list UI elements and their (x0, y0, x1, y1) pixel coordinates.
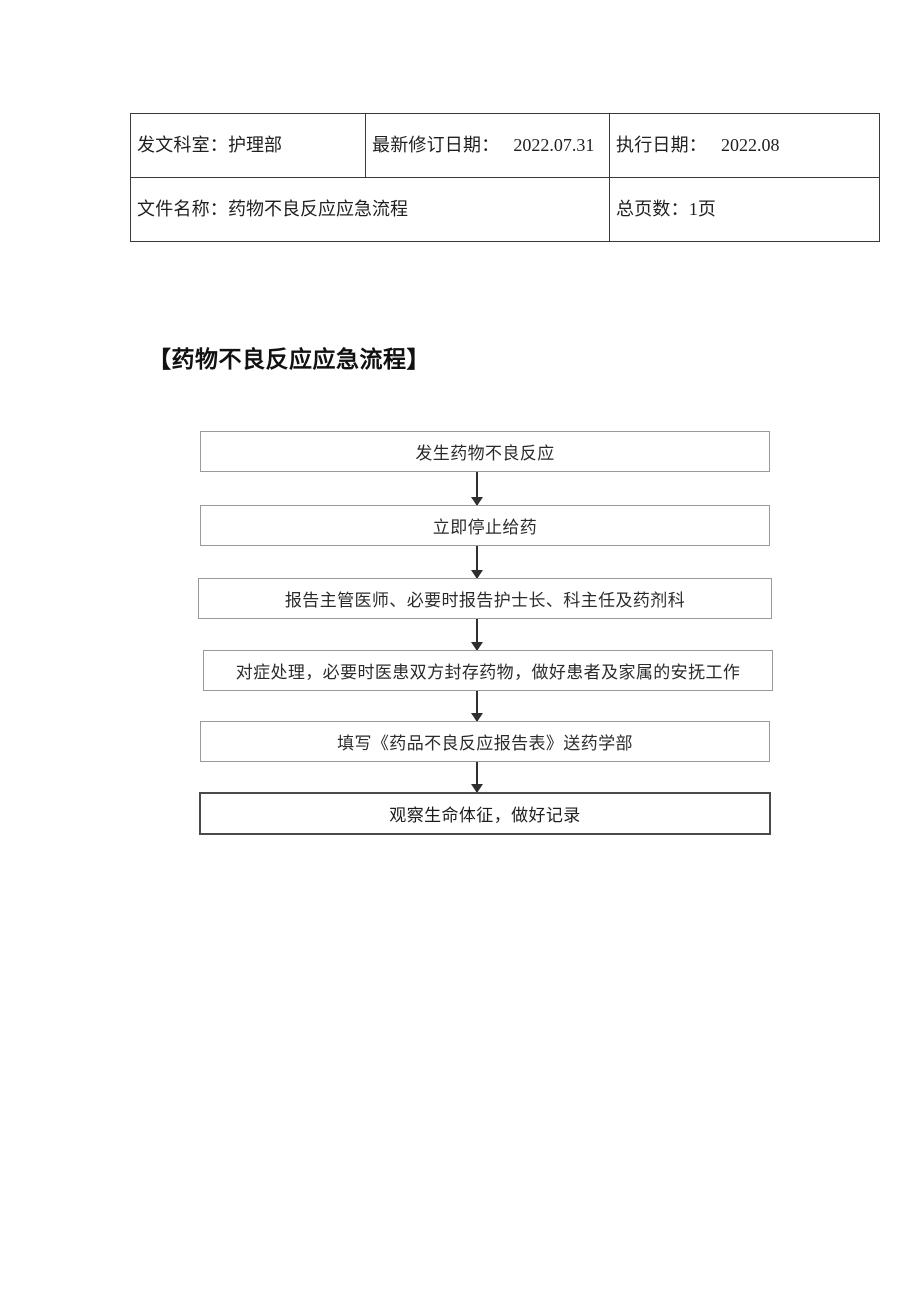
flow-connector-4 (476, 691, 478, 721)
table-row: 发文科室：护理部 最新修订日期： 2022.07.31 执行日期： 2022.08 (130, 113, 880, 178)
flow-step-5: 填写《药品不良反应报告表》送药学部 (200, 721, 770, 762)
flow-step-1-label: 发生药物不良反应 (415, 444, 555, 463)
flow-step-2: 立即停止给药 (200, 505, 770, 546)
flow-step-3-label: 报告主管医师、必要时报告护士长、科主任及药剂科 (284, 591, 686, 610)
flow-connector-5 (476, 762, 478, 792)
flow-step-4: 对症处理，必要时医患双方封存药物，做好患者及家属的安抚工作 (203, 650, 773, 691)
cell-file-name: 文件名称：药物不良反应应急流程 (130, 177, 610, 242)
flow-step-4-label: 对症处理，必要时医患双方封存药物，做好患者及家属的安抚工作 (235, 663, 741, 682)
label-file-name: 文件名称： (137, 199, 228, 220)
flow-step-6-label: 观察生命体征，做好记录 (389, 806, 581, 825)
document-header-table: 发文科室：护理部 最新修订日期：2022.07.31 执行日期：2022.08 … (130, 113, 880, 242)
flow-connector-2 (476, 546, 478, 578)
flow-connector-1 (476, 472, 478, 505)
flow-step-2-label: 立即停止给药 (432, 518, 538, 537)
cell-issuing-department: 发文科室：护理部 (130, 113, 366, 178)
value-file-name: 药物不良反应应急流程 (228, 199, 408, 220)
label-issuing-department: 发文科室： (137, 135, 228, 156)
page-title: 【药物不良反应应急流程】 (148, 347, 430, 373)
value-effective-date: 2022.08 (721, 135, 780, 156)
cell-revision-date: 最新修订日期： 2022.07.31 (365, 113, 610, 178)
flow-step-3: 报告主管医师、必要时报告护士长、科主任及药剂科 (198, 578, 772, 619)
label-total-pages: 总页数： (616, 199, 689, 220)
flow-connector-3 (476, 619, 478, 650)
label-effective-date: 执行日期： (616, 135, 707, 156)
value-issuing-department: 护理部 (228, 135, 282, 156)
value-total-pages: 1页 (688, 199, 716, 220)
flow-step-6: 观察生命体征，做好记录 (199, 792, 771, 835)
cell-total-pages: 总页数：1页 (609, 177, 880, 242)
flow-step-5-label: 填写《药品不良反应报告表》送药学部 (337, 734, 633, 753)
flow-step-1: 发生药物不良反应 (200, 431, 770, 472)
value-revision-date: 2022.07.31 (513, 135, 595, 156)
table-row: 文件名称：药物不良反应应急流程 总页数：1页 (130, 177, 880, 242)
label-revision-date: 最新修订日期： (372, 135, 500, 156)
cell-effective-date: 执行日期： 2022.08 (609, 113, 880, 178)
